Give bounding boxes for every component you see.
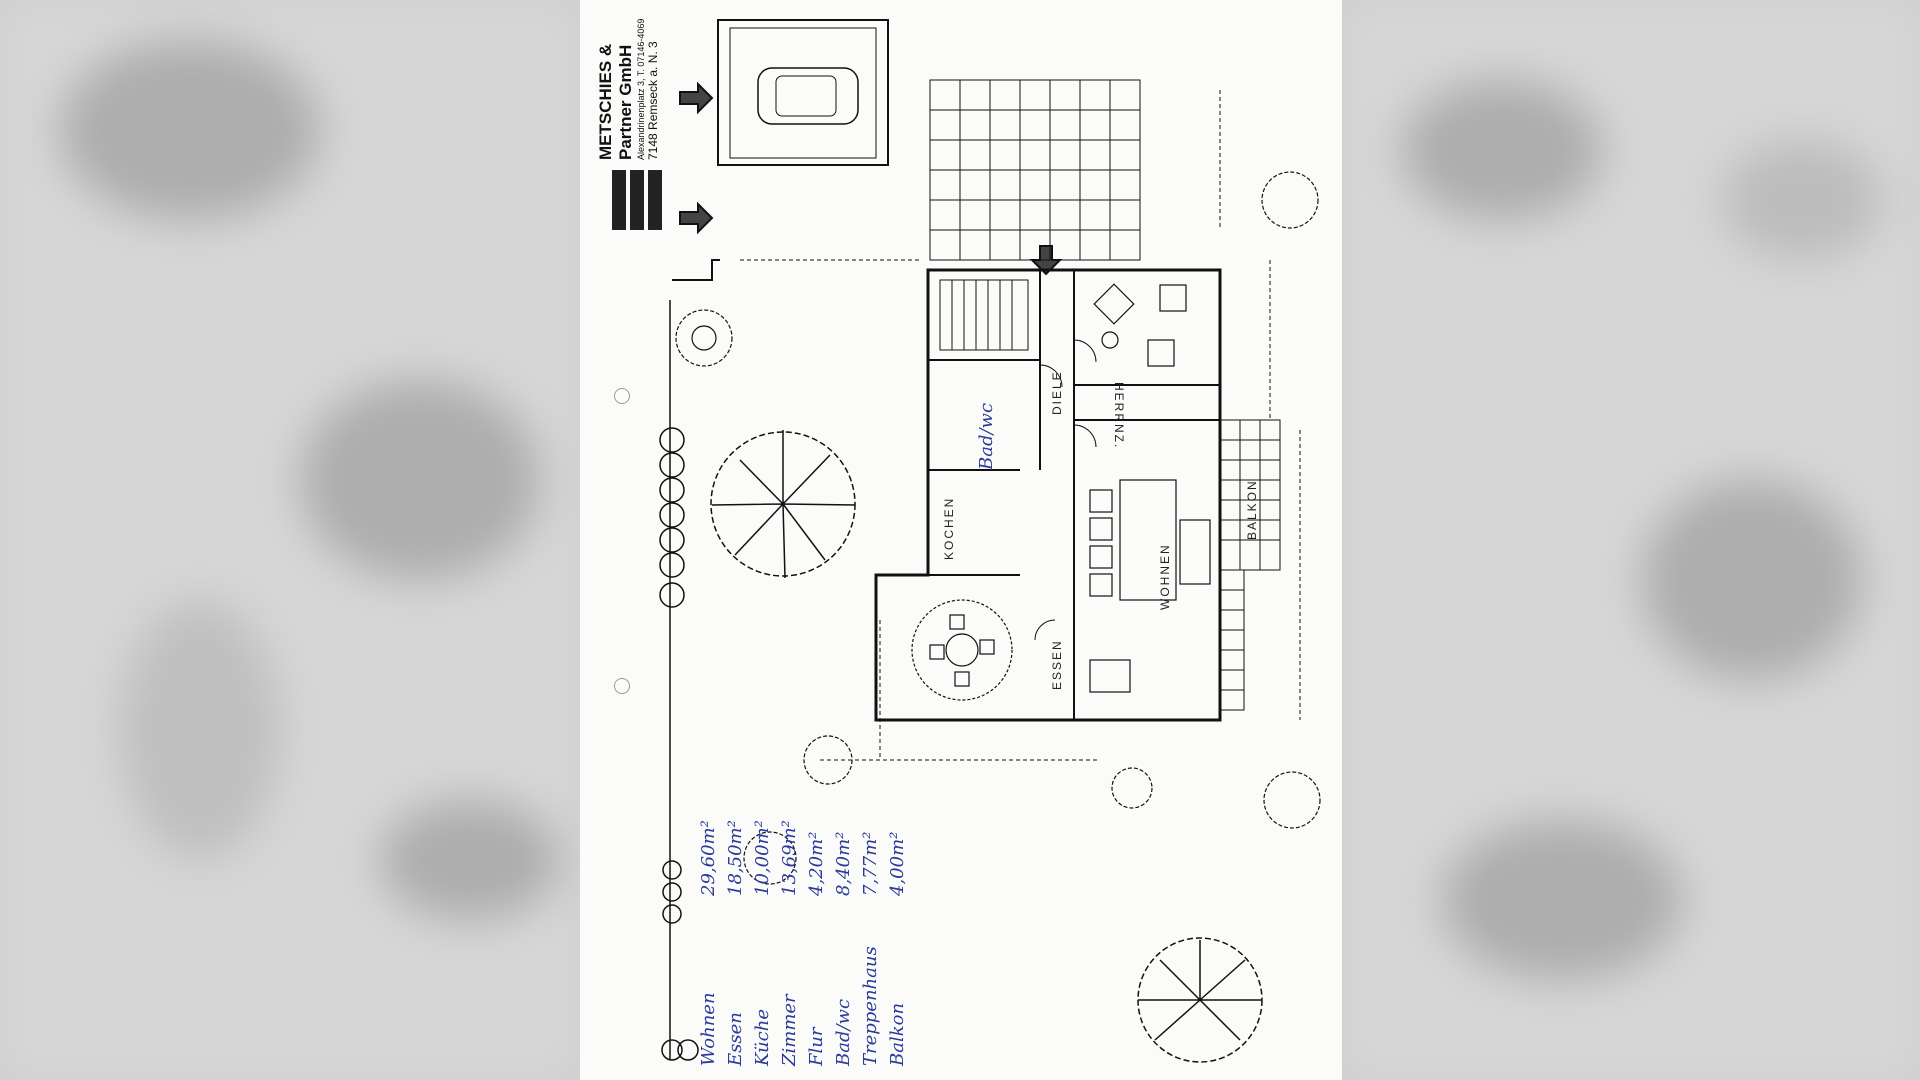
company-name-line2: Partner GmbH bbox=[616, 44, 635, 160]
room-label-herrnz: HERRNZ. bbox=[1112, 382, 1126, 450]
company-header: METSCHIES & Partner GmbH Alexandrinenpla… bbox=[596, 19, 660, 160]
garage-outline bbox=[717, 19, 889, 166]
floor-plan-sheet: METSCHIES & Partner GmbH Alexandrinenpla… bbox=[580, 0, 1342, 1080]
floor-plan-drawing bbox=[612, 19, 1321, 1063]
company-logo bbox=[612, 170, 626, 230]
room-label-essen: ESSEN bbox=[1050, 639, 1064, 690]
house-outline bbox=[874, 268, 1222, 722]
arrow-icon bbox=[679, 81, 714, 115]
shrub-icon bbox=[675, 171, 1321, 885]
tree-icon bbox=[710, 430, 856, 579]
company-city: 7148 Remseck a. N. 3 bbox=[646, 41, 660, 160]
company-name-line1: METSCHIES & bbox=[596, 43, 615, 160]
company-address: Alexandrinenplatz 3, T. 07146-4069 bbox=[636, 18, 646, 160]
arrow-icon bbox=[679, 201, 714, 235]
tree-icon bbox=[1137, 937, 1263, 1063]
room-label-wohnen: WOHNEN bbox=[1158, 543, 1172, 610]
room-label-kochen: KOCHEN bbox=[942, 496, 956, 560]
binder-hole bbox=[614, 388, 630, 404]
room-label-diele: DIELE bbox=[1050, 370, 1064, 415]
binder-hole bbox=[614, 678, 630, 694]
room-label-bad: Bad/wc bbox=[976, 402, 997, 470]
car-icon bbox=[757, 67, 859, 125]
blurred-background-left bbox=[0, 0, 580, 1080]
room-label-balkon: BALKON bbox=[1245, 479, 1259, 540]
blurred-background-right bbox=[1342, 0, 1920, 1080]
